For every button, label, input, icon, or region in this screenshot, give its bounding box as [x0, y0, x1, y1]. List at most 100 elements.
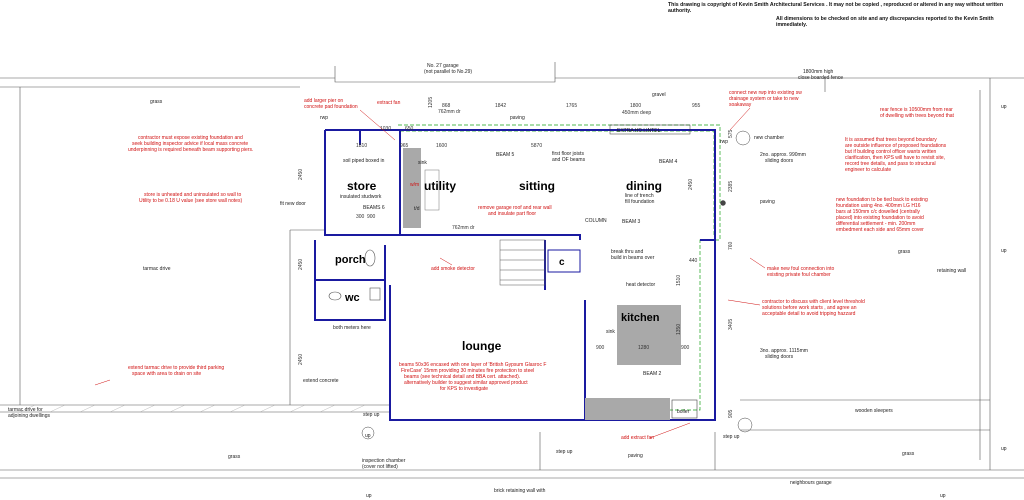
dim-300: 300	[356, 214, 365, 220]
dim-1842: 1842	[495, 103, 506, 109]
retaining-wall-label: retaining wall	[937, 268, 966, 274]
note-rear-fence-2: of dwelling with trees beyond that	[880, 113, 955, 119]
note-store-2: Utility to be 0.18 U value (see store wa…	[139, 198, 242, 204]
fence-sublabel: close boarded fence	[798, 75, 843, 81]
building-walls	[314, 129, 716, 421]
note-rwp-connect-2: drainage system or take to new	[729, 96, 799, 102]
paving-top-label: paving	[510, 115, 525, 121]
manhole-circles	[361, 130, 753, 440]
dim-1810: 1810	[356, 143, 367, 149]
wc-basin	[369, 287, 381, 301]
note-garage-roof-2: and insulate part floor	[488, 211, 536, 217]
note-threshold-2: solutions before work starts , and agree…	[762, 305, 857, 311]
brick-wall-label: brick retaining wall with	[494, 488, 546, 494]
label-break-thru: break thru and	[611, 249, 643, 255]
label-build-in-beams: build in beams over	[611, 255, 655, 261]
label-trench: line of trench	[625, 193, 654, 199]
dim-650: 650	[405, 126, 414, 132]
step-up-left-label: step up	[363, 412, 380, 418]
kitchen-worktop	[585, 398, 670, 420]
note-extract-fan-top: extract fan	[377, 100, 401, 106]
note-threshold-1: contractor to discuss with client level …	[762, 299, 865, 305]
dim-762b: 762mm dr	[452, 225, 475, 231]
note-extract-fan-bottom: add extract fan	[621, 435, 654, 441]
utility-unit	[424, 169, 440, 211]
note-beams-3: beams (see technical detail and BBA cert…	[404, 374, 520, 380]
note-trees-5: record tree details, and pass to structu…	[845, 161, 936, 167]
label-sliding-doors-1: 2no. approx. 990mm	[760, 152, 806, 158]
label-tumble-dryer: t/d	[414, 206, 420, 212]
up-label-6: up	[940, 493, 946, 499]
label-beam-2: BEAM 2	[643, 371, 662, 377]
note-smoke-detector: add smoke detector	[431, 266, 475, 272]
label-extend-concrete: extend concrete	[303, 378, 339, 384]
note-beams-1: beams 50x36 encased with one layer of 'B…	[399, 362, 546, 368]
note-contractor-2: seek building inspector advice if local …	[132, 141, 248, 147]
room-label-c: c	[559, 257, 565, 268]
inspection-chamber-sublabel: (cover not lifted)	[362, 464, 398, 470]
label-first-floor-beams: and OF beams	[552, 157, 586, 163]
label-new-chamber: new chamber	[754, 135, 784, 141]
dim-905: 905	[728, 409, 734, 418]
label-beam-6: BEAMS 6	[363, 205, 385, 211]
dim-5870: 5870	[531, 143, 542, 149]
dim-762: 762mm dr	[438, 109, 461, 115]
note-foul-2: existing private foul chamber	[767, 272, 831, 278]
dim-955: 955	[692, 103, 701, 109]
note-tied-2: foundation using 4no. 400mm LG H16	[836, 203, 921, 209]
dim-1765: 1765	[566, 103, 577, 109]
label-extra-hd-lintel: EXTRA HD LINTEL	[617, 128, 661, 134]
label-beam-4: BEAM 4	[659, 159, 678, 165]
note-contractor-1: contractor must expose existing foundati…	[138, 135, 243, 141]
room-label-utility: utility	[424, 179, 456, 193]
cupboard-box	[547, 249, 581, 273]
dim-1800: 1800	[630, 103, 641, 109]
site-boundaries	[0, 62, 1024, 479]
note-tied-1: new foundation to be tied back to existi…	[836, 197, 928, 203]
note-trees-4: clarification, then KPS will have to rev…	[845, 155, 945, 161]
wall-sitting-south	[400, 234, 581, 240]
dim-440: 440	[689, 258, 698, 264]
note-tarmac-2: space with area to drain on site	[132, 371, 201, 377]
garage-27-label: No. 27 garage	[427, 63, 459, 69]
note-beams-5: for KPS to investigate	[440, 386, 488, 392]
wall-extension-north	[400, 129, 716, 240]
up-label-5: up	[365, 433, 371, 439]
room-label-porch: porch	[335, 254, 366, 266]
utility-wall-hatch	[403, 148, 421, 228]
step-up-bottom-label: step up	[556, 449, 573, 455]
note-tied-4: placed) into existing foundation to avoi…	[836, 215, 924, 221]
paving-bottom-label: paving	[628, 453, 643, 459]
note-rwp-connect-3: soakaway	[729, 102, 752, 108]
label-beam-5: BEAM 5	[496, 152, 515, 158]
note-store-1: store is unheated and uninsulated so wal…	[144, 192, 242, 198]
dim-900-a: 900	[596, 345, 605, 351]
note-tarmac-1: extend tarmac drive to provide third par…	[128, 365, 224, 371]
dim-1600: 1600	[436, 143, 447, 149]
plan-annotations: rwp rwp sink sink w/m t/d BEAM 5 BEAM 4 …	[280, 115, 808, 415]
paving-right-label: paving	[760, 199, 775, 205]
dim-1030: 1030	[380, 126, 391, 132]
label-soil-pipe: soil piped boxed in	[343, 158, 385, 164]
label-washing-machine: w/m	[410, 182, 419, 188]
tarmac-drive-label: tarmac drive	[143, 266, 171, 272]
dim-900-c: 900	[367, 214, 376, 220]
inspection-chamber-label: inspection chamber	[362, 458, 406, 464]
tarmac-adjoining-label: tarmac drive for	[8, 407, 43, 413]
note-rear-fence-1: rear fence is 10500mm from rear	[880, 107, 953, 113]
up-label-2: up	[1001, 248, 1007, 254]
fence-label: 1800mm high	[803, 69, 834, 75]
room-label-kitchen: kitchen	[621, 312, 660, 324]
label-rwp-right: rwp	[720, 139, 728, 145]
grass-bottom-right-label: grass	[902, 451, 915, 457]
label-beam-3: BEAM 3	[622, 219, 641, 225]
copyright-notice: This drawing is copyright of Kevin Smith…	[668, 2, 1004, 14]
label-boiler: boiler	[677, 409, 690, 415]
dim-450: 450mm deep	[622, 110, 651, 116]
porch-fixture	[364, 249, 376, 267]
grass-nw-label: grass	[150, 99, 163, 105]
note-rwp-connect-1: connect new rwp into existing sw	[729, 90, 802, 96]
label-trench-fill: fill foundation	[625, 199, 655, 205]
note-trees-1: It is assumed that trees beyond boundary	[845, 137, 937, 143]
up-label-4: up	[1001, 446, 1007, 452]
